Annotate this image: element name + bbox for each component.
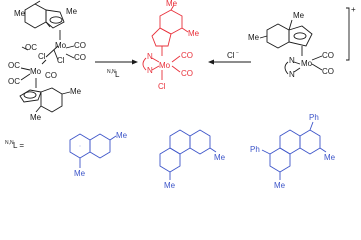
carbonyl-label: CO	[74, 53, 86, 62]
nitrogen-label: N	[289, 56, 295, 65]
ligand-label: L	[115, 70, 120, 79]
bipyridine-labels: Me Me	[74, 131, 128, 178]
phenyl-label: Ph	[250, 145, 260, 154]
methyl-label: Me	[70, 87, 82, 96]
carbonyl-label: CO	[322, 67, 334, 76]
methyl-label: Me	[214, 153, 226, 162]
carbonyl-label: CO	[181, 69, 193, 78]
arrow-cation-to-product: Cl −	[208, 50, 251, 65]
methyl-label: Me	[248, 33, 260, 42]
carbonyl-label: OC	[8, 61, 20, 70]
phenyl-label: Ph	[309, 113, 319, 122]
ligand-key-prefix: L =	[13, 141, 24, 150]
phenanthroline-labels: Me Me	[164, 153, 226, 189]
ligand-key-superscript: N,N	[5, 140, 14, 146]
nitrogen-label: N	[147, 52, 153, 61]
cation-labels: Me Me + Mo CO CO N N	[248, 5, 356, 79]
reactant-dimer-labels: Me Me Mo OC CO CO Cl Cl OC Mo OC CO Me M…	[8, 7, 86, 122]
ligand-superscript: N,N	[107, 69, 116, 75]
reaction-scheme: Me Me Mo OC CO CO Cl Cl OC Mo OC CO Me M…	[5, 0, 356, 189]
lower-indenyl-ring	[19, 87, 71, 113]
methyl-label: Me	[14, 9, 26, 18]
carbonyl-label: CO	[322, 51, 334, 60]
methyl-label: Me	[274, 181, 286, 189]
ligand-diphenyl-phenanthroline	[261, 121, 327, 180]
molybdenum-label: Mo	[301, 59, 313, 68]
ligand-bipyridine	[69, 133, 117, 168]
chloride-label: Cl	[158, 82, 166, 91]
cation-complex	[259, 7, 350, 75]
molybdenum-label: Mo	[30, 67, 42, 76]
product-complex	[142, 4, 189, 80]
chloride-reagent-label: Cl	[227, 51, 235, 60]
upper-indenyl-ring	[24, 0, 65, 40]
chloride-label: Cl	[38, 52, 46, 61]
methyl-label: Me	[116, 131, 128, 140]
nitrogen-label: N	[289, 70, 295, 79]
carbonyl-label: CO	[74, 41, 86, 50]
positive-charge-label: +	[351, 5, 356, 14]
ligand-key: N,N L =	[5, 140, 24, 150]
molybdenum-label: Mo	[55, 41, 67, 50]
methyl-label: Me	[166, 0, 178, 8]
ligand-phenanthroline	[159, 129, 217, 180]
methyl-label: Me	[293, 11, 305, 20]
methyl-label: Me	[188, 29, 200, 38]
arrow-dimer-to-product: N,N L	[95, 59, 138, 79]
bridging-bonds	[20, 45, 75, 88]
diphenyl-phenanthroline-labels: Ph Ph Me Me	[250, 113, 336, 189]
chloride-label: Cl	[57, 56, 65, 65]
carbonyl-label: OC	[8, 77, 20, 86]
carbonyl-label: CO	[45, 71, 57, 80]
methyl-label: Me	[30, 113, 42, 122]
nitrogen-label: N	[147, 66, 153, 75]
product-labels: Me Me Mo CO CO N N Cl	[147, 0, 200, 91]
methyl-label: Me	[66, 7, 78, 16]
methyl-label: Me	[324, 153, 336, 162]
carbonyl-label: OC	[25, 43, 37, 52]
reactant-dimer	[19, 0, 75, 113]
carbonyl-label: CO	[181, 51, 193, 60]
methyl-label: Me	[74, 169, 86, 178]
molybdenum-label: Mo	[159, 61, 171, 70]
negative-charge-label: −	[236, 50, 239, 56]
methyl-label: Me	[164, 181, 176, 189]
